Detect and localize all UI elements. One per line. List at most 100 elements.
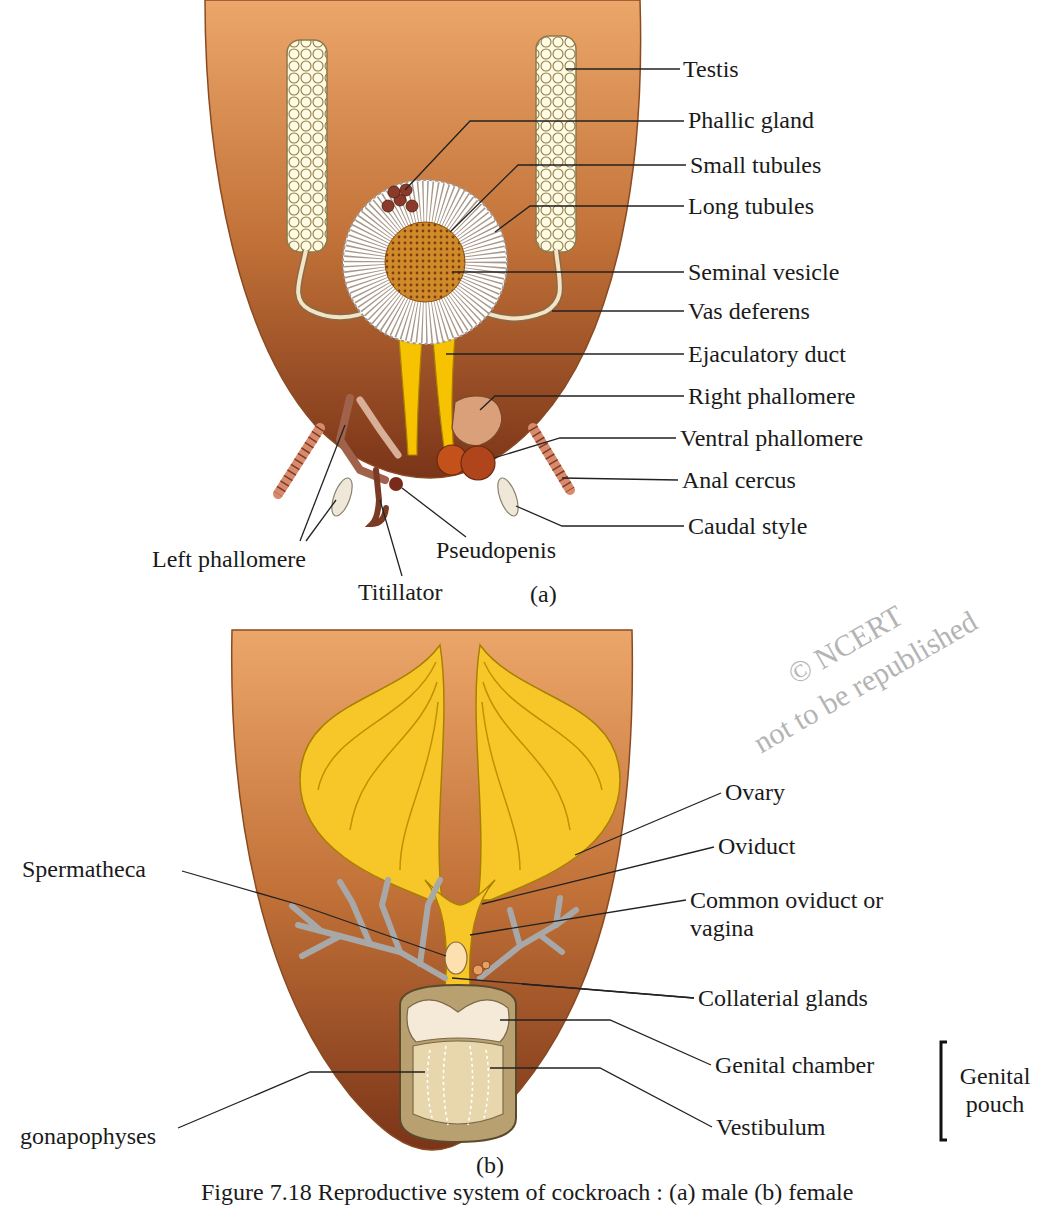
gonapophysis	[427, 1050, 432, 1118]
part-label: Ovary	[725, 778, 785, 806]
spermatheca-lobe	[482, 961, 490, 969]
vestibulum	[413, 1041, 503, 1124]
gonapophyses	[427, 1046, 488, 1125]
leader-line	[452, 271, 684, 272]
anal-cercus	[533, 428, 570, 490]
cercus-segments	[533, 428, 570, 490]
part-label: Seminal vesicle	[688, 258, 839, 286]
spermatheca	[445, 942, 467, 974]
part-label: Right phallomere	[688, 382, 855, 410]
gland-branch	[540, 935, 562, 952]
male-abdomen	[205, 0, 641, 478]
leader-line	[405, 121, 684, 190]
gland-branch	[420, 880, 440, 964]
leader-line	[562, 478, 678, 480]
part-label: Oviduct	[718, 832, 795, 860]
figure-caption: Figure 7.18 Reproductive system of cockr…	[201, 1178, 853, 1206]
leader-line	[178, 1072, 425, 1128]
collaterial-glands	[292, 880, 576, 978]
leader-line	[566, 68, 680, 69]
anal-cercus	[278, 428, 320, 494]
part-label: gonapophyses	[20, 1122, 156, 1150]
leader-line	[450, 165, 686, 232]
gland-lobe	[388, 186, 400, 198]
gland-lobe	[406, 200, 418, 212]
left-phallomere	[340, 398, 385, 480]
leader-lines	[300, 69, 686, 576]
testis	[287, 40, 327, 252]
ovary	[476, 645, 620, 900]
part-label: Caudal style	[688, 512, 807, 540]
ovariole	[484, 662, 602, 790]
part-label: Common oviduct or vagina	[690, 886, 915, 942]
ovariole	[482, 702, 520, 870]
leader-line	[300, 425, 345, 541]
gonapophysis	[468, 1046, 473, 1125]
part-label: Titillator	[358, 578, 442, 606]
leader-line	[495, 206, 684, 232]
caudal-style	[494, 475, 523, 518]
part-label: Ventral phallomere	[680, 424, 863, 452]
part-label: Testis	[683, 55, 739, 83]
leader-line	[500, 1020, 711, 1065]
part-label: Genital pouch	[945, 1062, 1045, 1118]
ovary	[300, 645, 444, 900]
leader-line	[482, 847, 714, 904]
part-label: Long tubules	[688, 192, 814, 220]
part-label: Phallic gland	[688, 106, 814, 134]
part-label: Collaterial glands	[698, 984, 868, 1012]
caudal-style	[328, 475, 357, 518]
cercus-segments	[278, 428, 320, 494]
part-label: Vestibulum	[716, 1113, 825, 1141]
gland-branch	[340, 882, 370, 944]
ovariole	[350, 682, 437, 830]
ovariole	[400, 702, 438, 870]
phallic-gland	[382, 184, 418, 212]
leader-line	[446, 353, 684, 354]
mushroom-gland	[343, 180, 507, 344]
leader-line	[490, 1068, 712, 1127]
seminal-vesicle	[385, 222, 465, 302]
part-label: Anal cercus	[682, 466, 796, 494]
spermatheca-lobe	[473, 965, 483, 975]
part-label: Small tubules	[690, 151, 821, 179]
panel-letter: (a)	[530, 580, 557, 608]
genital-pouch	[400, 985, 516, 1142]
left-phallomere	[360, 400, 398, 455]
ejaculatory-duct	[432, 325, 456, 455]
ovarioles	[318, 662, 602, 870]
bracket	[941, 1042, 947, 1140]
genital-chamber	[407, 1000, 509, 1042]
panel-letter: (b)	[476, 1151, 504, 1179]
leader-lines	[178, 793, 721, 1128]
female-abdomen	[232, 630, 633, 1150]
pseudopenis	[389, 477, 403, 491]
part-label: Vas deferens	[688, 297, 810, 325]
leader-line	[470, 900, 686, 935]
ovariole	[483, 682, 570, 830]
leader-line	[480, 396, 684, 410]
leader-line	[306, 500, 336, 541]
part-label: Pseudopenis	[436, 536, 556, 564]
leader-line	[182, 871, 446, 956]
leader-line	[552, 310, 684, 311]
part-label: Genital chamber	[715, 1051, 874, 1079]
gonapophysis	[443, 1046, 448, 1125]
gland-lobe	[400, 184, 412, 196]
leader-line	[380, 500, 402, 576]
titillator	[372, 470, 386, 524]
gland-branch	[382, 880, 400, 952]
gland-lobe	[382, 200, 394, 212]
leader-line	[516, 506, 684, 526]
leader-line	[522, 984, 694, 998]
part-label: Spermatheca	[22, 855, 146, 883]
leader-line	[494, 438, 676, 458]
leader-line	[402, 488, 466, 537]
gland-tubules	[365, 202, 485, 322]
ovariole	[318, 662, 436, 790]
part-label: Left phallomere	[152, 545, 306, 573]
leader-line	[575, 793, 721, 855]
right-phallomere	[452, 396, 502, 446]
part-label: Ejaculatory duct	[688, 340, 846, 368]
